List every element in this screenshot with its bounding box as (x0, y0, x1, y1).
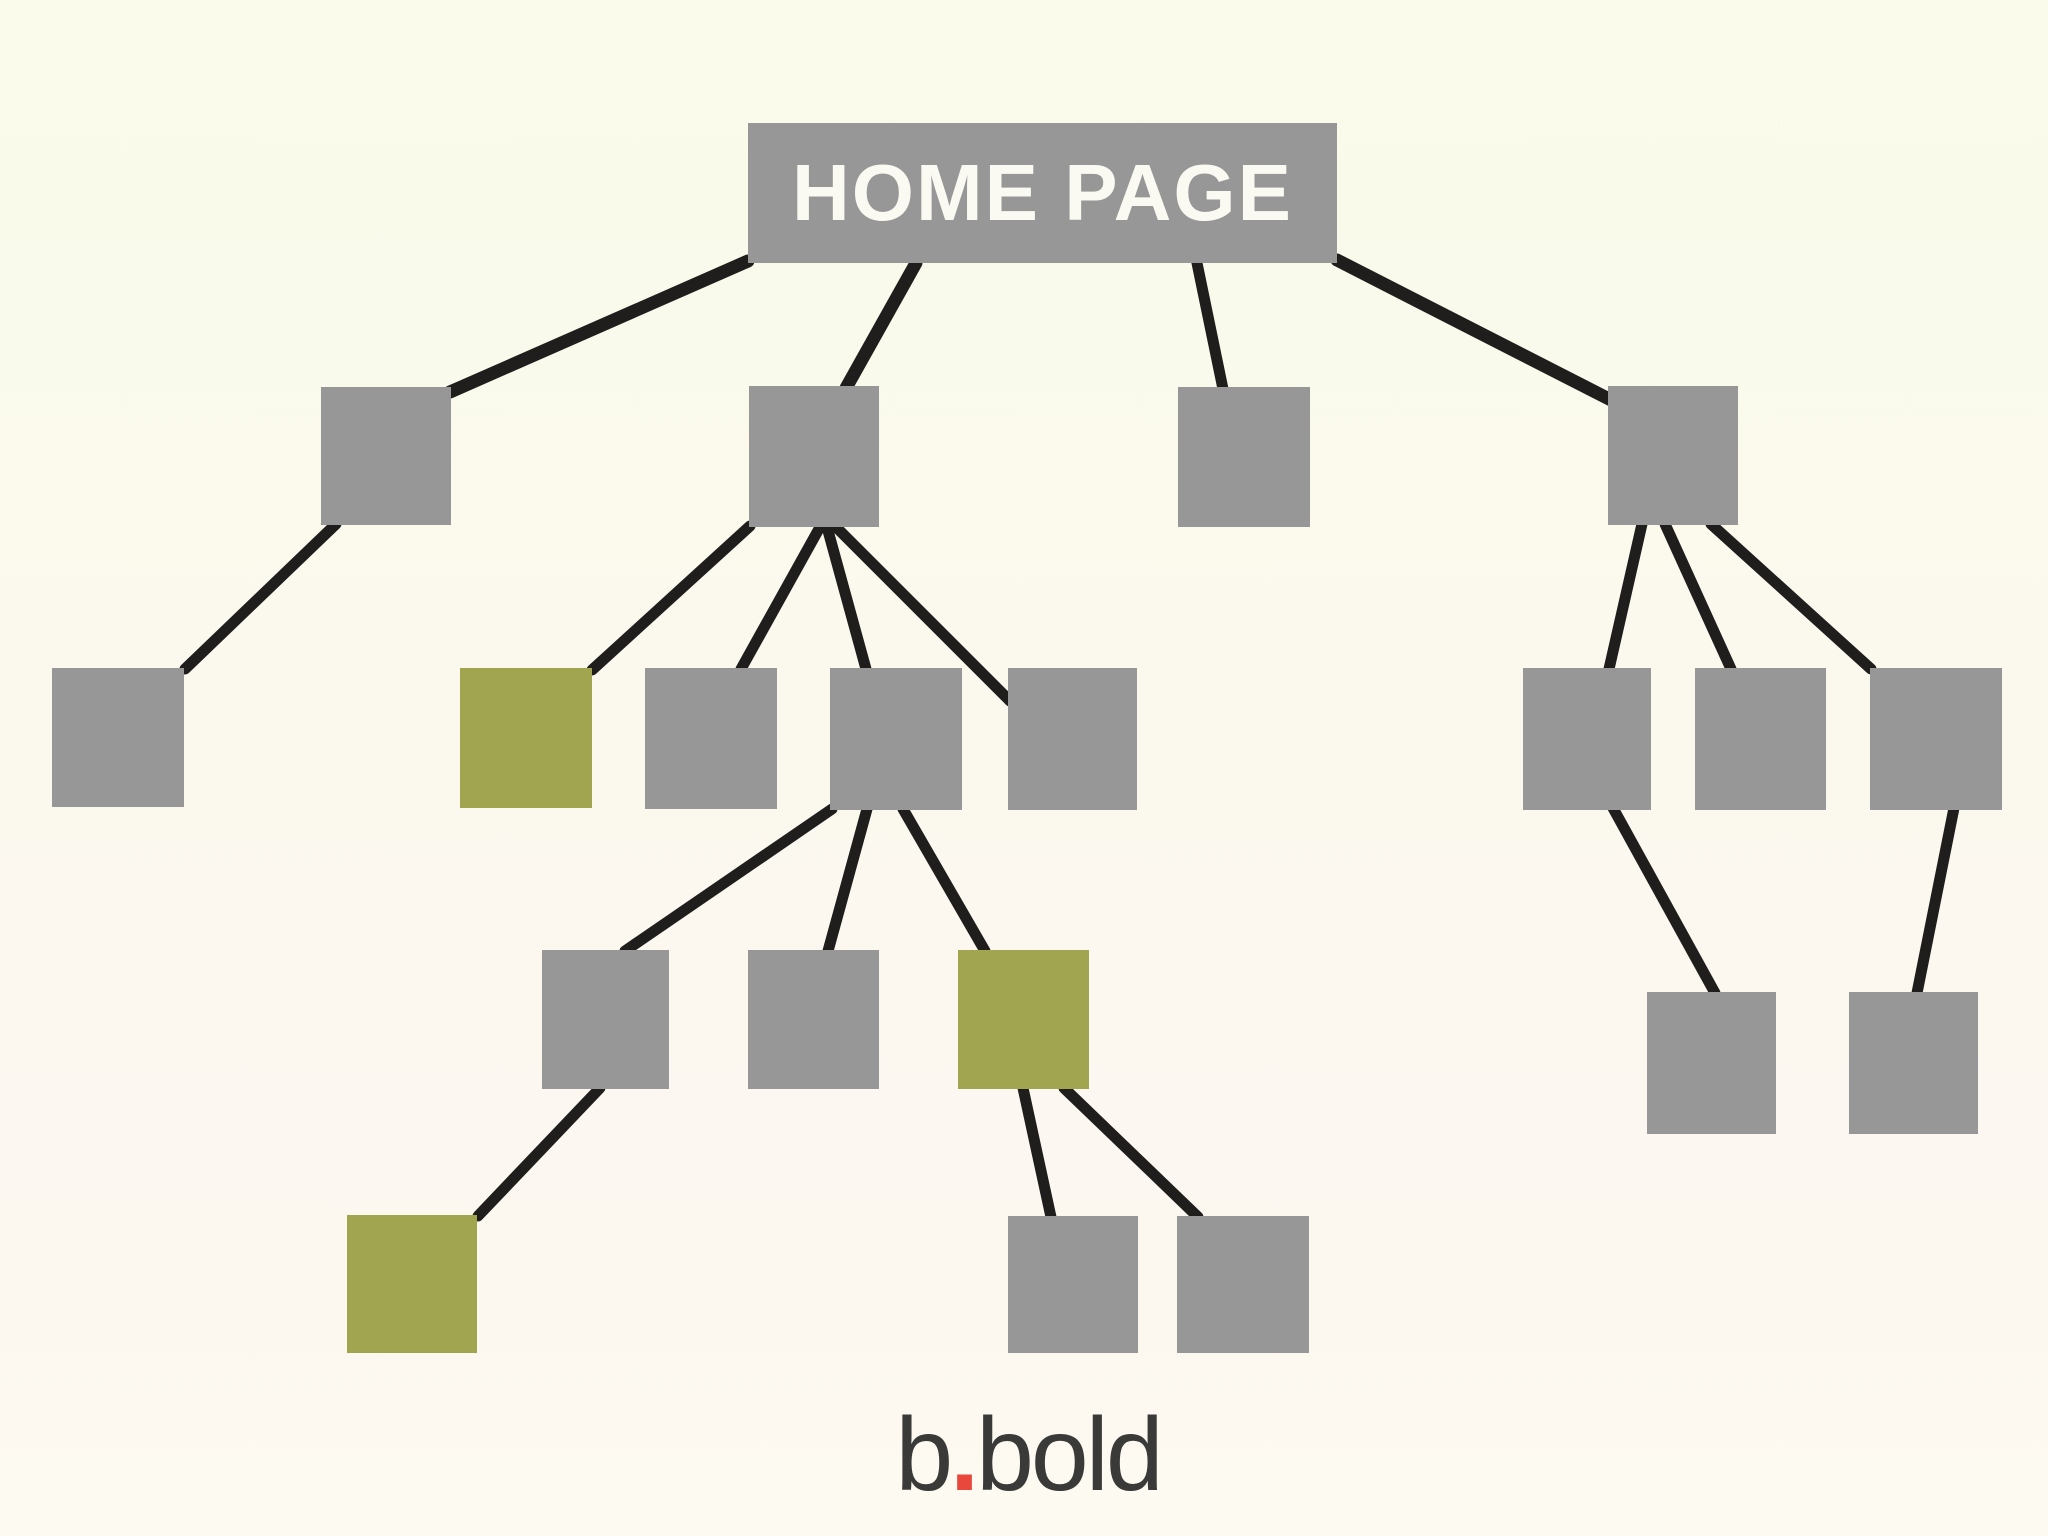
edge-d-e2 (1659, 518, 1737, 675)
node-level3-m2 (830, 668, 962, 810)
edge-e3-p2 (1911, 802, 1960, 999)
edge-d-e3 (1705, 518, 1877, 675)
home-page-label: HOME PAGE (791, 148, 1293, 237)
edge-green2-b2 (1058, 1082, 1204, 1223)
node-level3-e3 (1870, 668, 2002, 810)
node-level4-p1 (1647, 992, 1776, 1134)
edge-home-c (1191, 257, 1229, 395)
node-level4-p2 (1849, 992, 1978, 1134)
node-level5-b1 (1008, 1216, 1138, 1353)
edge-m2-green2 (897, 803, 991, 957)
node-level5-green (347, 1215, 477, 1353)
node-level2-b (749, 386, 879, 527)
edge-d-e1 (1603, 518, 1648, 675)
edge-m2-r4a (619, 803, 838, 957)
edge-home-d (1330, 253, 1618, 407)
logo-suffix: bold (976, 1397, 1164, 1513)
node-level4-b (748, 950, 879, 1089)
edge-home-b (839, 256, 923, 395)
node-level3-m1 (645, 668, 777, 809)
home-page-node: HOME PAGE (748, 123, 1337, 263)
logo-dot: . (950, 1397, 979, 1513)
brand-logo: b.bold (824, 1398, 1232, 1518)
node-level3-m3 (1008, 668, 1137, 810)
node-level5-b2 (1177, 1216, 1309, 1353)
node-level4-green (958, 950, 1089, 1089)
edge-r4a-green3 (472, 1082, 606, 1222)
edge-b-m3 (830, 521, 1016, 707)
edge-m2-r4b (822, 803, 873, 957)
node-level3-left (52, 668, 184, 807)
node-level3-e2 (1695, 668, 1826, 810)
edge-b-green1 (586, 520, 756, 676)
edge-green2-b1 (1017, 1082, 1057, 1223)
edge-b-m2 (821, 521, 872, 675)
node-level3-e1 (1523, 668, 1651, 810)
edge-b-m1 (735, 521, 826, 675)
node-level2-a (321, 387, 451, 525)
logo-prefix: b (895, 1397, 953, 1513)
node-level3-green (460, 668, 592, 808)
node-level2-c (1178, 387, 1310, 527)
node-level2-d (1608, 386, 1738, 525)
edge-a-left (179, 518, 342, 675)
edge-e1-p1 (1607, 802, 1721, 999)
edge-home-a (443, 254, 755, 399)
node-level4-a (542, 950, 669, 1089)
